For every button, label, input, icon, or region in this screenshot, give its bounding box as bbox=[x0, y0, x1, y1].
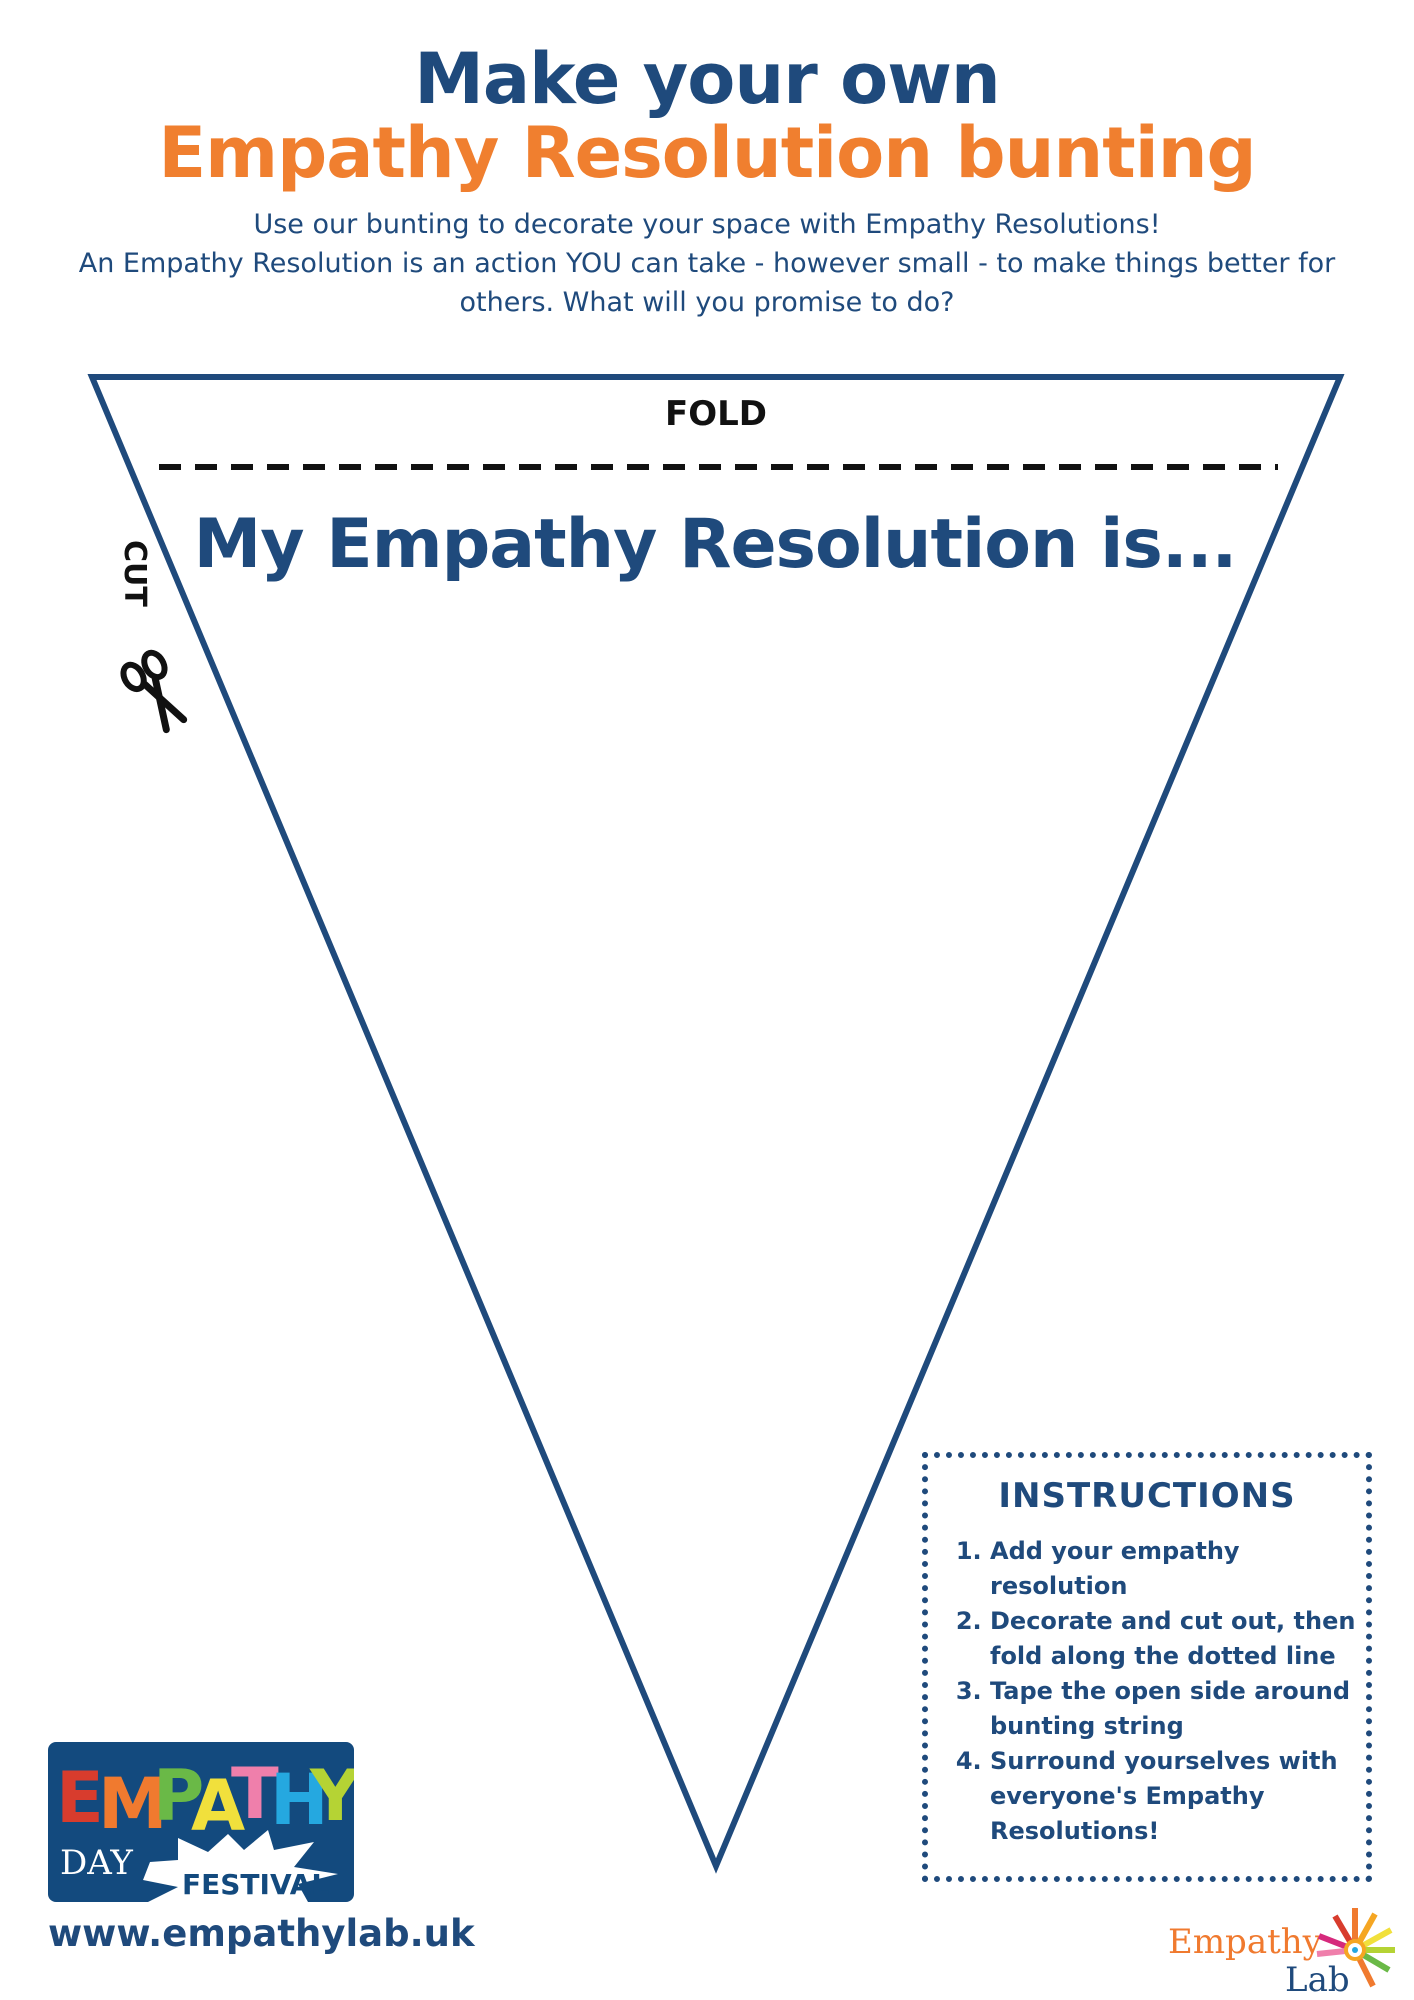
svg-text:Y: Y bbox=[309, 1755, 354, 1837]
empathylab-logo: Empathy Lab bbox=[1168, 1908, 1395, 1995]
instruction-step: Add your empathy resolution bbox=[990, 1534, 1356, 1604]
svg-text:DAY: DAY bbox=[60, 1843, 133, 1883]
svg-text:FESTIVAL: FESTIVAL bbox=[182, 1868, 329, 1901]
fold-label: FOLD bbox=[664, 394, 768, 434]
scissors-icon bbox=[120, 649, 188, 734]
pennant-triangle bbox=[87, 374, 1345, 1874]
empathy-day-festival-logo: E M P A T H Y DAY FESTIVAL bbox=[48, 1742, 354, 1902]
instructions-box: INSTRUCTIONS Add your empathy resolution… bbox=[922, 1452, 1372, 1882]
title-line-2: Empathy Resolution bunting bbox=[158, 112, 1256, 194]
svg-text:Empathy: Empathy bbox=[1168, 1922, 1323, 1962]
instructions-title: INSTRUCTIONS bbox=[998, 1476, 1296, 1516]
resolution-prompt: My Empathy Resolution is... bbox=[193, 505, 1238, 584]
intro-line-1: Use our bunting to decorate your space w… bbox=[253, 209, 1161, 240]
svg-text:T: T bbox=[231, 1753, 279, 1835]
intro-line-2: An Empathy Resolution is an action YOU c… bbox=[78, 248, 1336, 318]
instruction-step: Tape the open side around bunting string bbox=[990, 1674, 1356, 1744]
svg-text:P: P bbox=[153, 1755, 204, 1837]
svg-text:A: A bbox=[191, 1765, 245, 1847]
instruction-step: Decorate and cut out, then fold along th… bbox=[990, 1604, 1356, 1674]
svg-text:Lab: Lab bbox=[1285, 1960, 1350, 1995]
title-line-1: Make your own bbox=[414, 38, 1000, 120]
svg-text:H: H bbox=[270, 1759, 329, 1841]
instructions-list: Add your empathy resolution Decorate and… bbox=[928, 1534, 1366, 1849]
svg-text:M: M bbox=[98, 1763, 168, 1845]
svg-text:E: E bbox=[56, 1757, 104, 1839]
cut-label: CUT bbox=[117, 540, 152, 607]
intro-text: Use our bunting to decorate your space w… bbox=[60, 205, 1354, 322]
instruction-step: Surround yourselves with everyone's Empa… bbox=[990, 1744, 1356, 1849]
website-link[interactable]: www.empathylab.uk bbox=[48, 1912, 475, 1955]
